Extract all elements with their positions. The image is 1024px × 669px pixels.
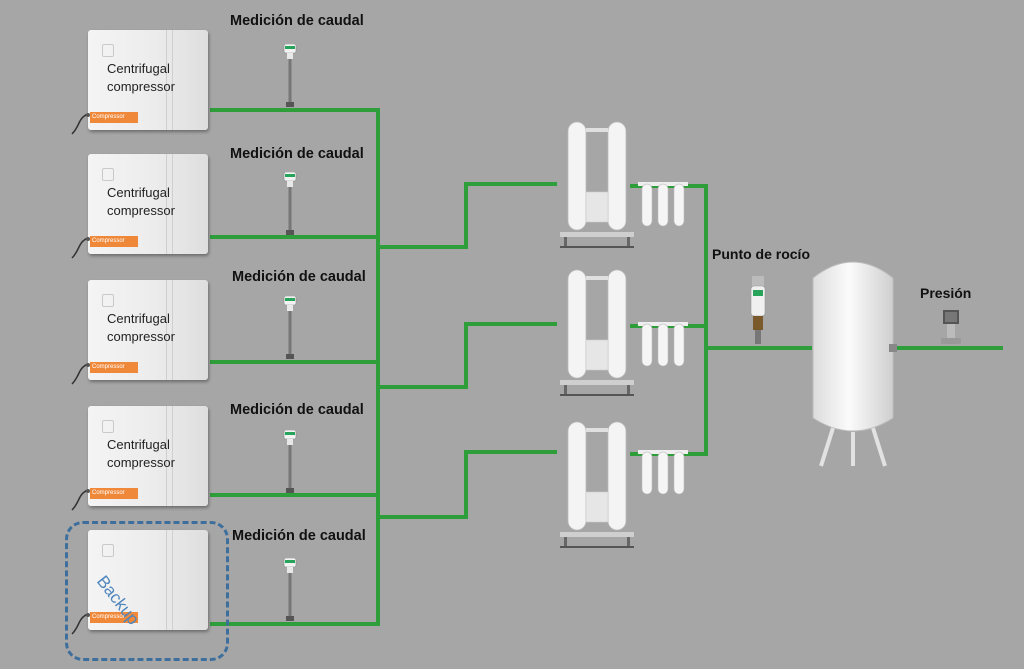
- pressure-sensor-icon: [941, 310, 961, 344]
- cable-icon: [71, 113, 90, 135]
- flow-label-2: Medición de caudal: [230, 146, 364, 162]
- compressor-badge: Compressor: [90, 236, 138, 247]
- dryer-icon: [560, 421, 634, 548]
- pipe-to-dryer-3: [378, 450, 557, 519]
- flow-label-5: Medición de caudal: [232, 528, 366, 544]
- dryer-icon: [560, 269, 634, 396]
- pipe-to-dryer-2: [378, 322, 557, 389]
- flow-label-4: Medición de caudal: [230, 402, 364, 418]
- flow-meter-icon: [283, 430, 297, 493]
- compressor-label: Centrifugal compressor: [107, 437, 175, 470]
- compressor-label: Centrifugal compressor: [107, 185, 175, 218]
- panel-icon: [102, 168, 114, 181]
- cable-icon: [71, 489, 90, 511]
- filter-group-icon: [638, 182, 688, 227]
- flow-meter-icon: [283, 296, 297, 359]
- flow-label-1: Medición de caudal: [230, 13, 364, 29]
- compressor-badge: Compressor: [90, 488, 138, 499]
- pressure-label: Presión: [920, 285, 972, 301]
- dew-point-sensor-icon: [750, 276, 766, 344]
- compressor-2: Centrifugal compressor Compressor: [71, 154, 208, 259]
- cable-icon: [71, 237, 90, 259]
- filter-group-icon: [638, 322, 688, 367]
- flow-meter-icon: [283, 558, 297, 621]
- cable-icon: [71, 613, 90, 635]
- panel-icon: [102, 544, 114, 557]
- flow-label-3: Medición de caudal: [232, 269, 366, 285]
- panel-icon: [102, 294, 114, 307]
- dew-point-label: Punto de rocío: [712, 246, 810, 262]
- flow-meter-icon: [283, 44, 297, 107]
- backup-outline: [65, 521, 229, 661]
- cable-icon: [71, 363, 90, 385]
- compressor-backup: Compressor: [71, 530, 208, 635]
- compressor-label: Centrifugal compressor: [107, 311, 175, 344]
- compressor-label: Centrifugal compressor: [107, 61, 175, 94]
- compressor-badge: Compressor: [90, 112, 138, 123]
- compressor-badge: Compressor: [90, 612, 138, 623]
- compressor-4: Centrifugal compressor Compressor: [71, 406, 208, 511]
- pipe-to-dryer-1: [378, 182, 557, 249]
- air-tank-icon: [812, 261, 897, 467]
- compressor-3: Centrifugal compressor Compressor: [71, 280, 208, 385]
- flow-meter-icon: [283, 172, 297, 235]
- compressor-1: Centrifugal compressor Compressor: [71, 30, 208, 135]
- filter-group-icon: [638, 450, 688, 495]
- panel-icon: [102, 420, 114, 433]
- dryer-icon: [560, 121, 634, 248]
- compressor-badge: Compressor: [90, 362, 138, 373]
- panel-icon: [102, 44, 114, 57]
